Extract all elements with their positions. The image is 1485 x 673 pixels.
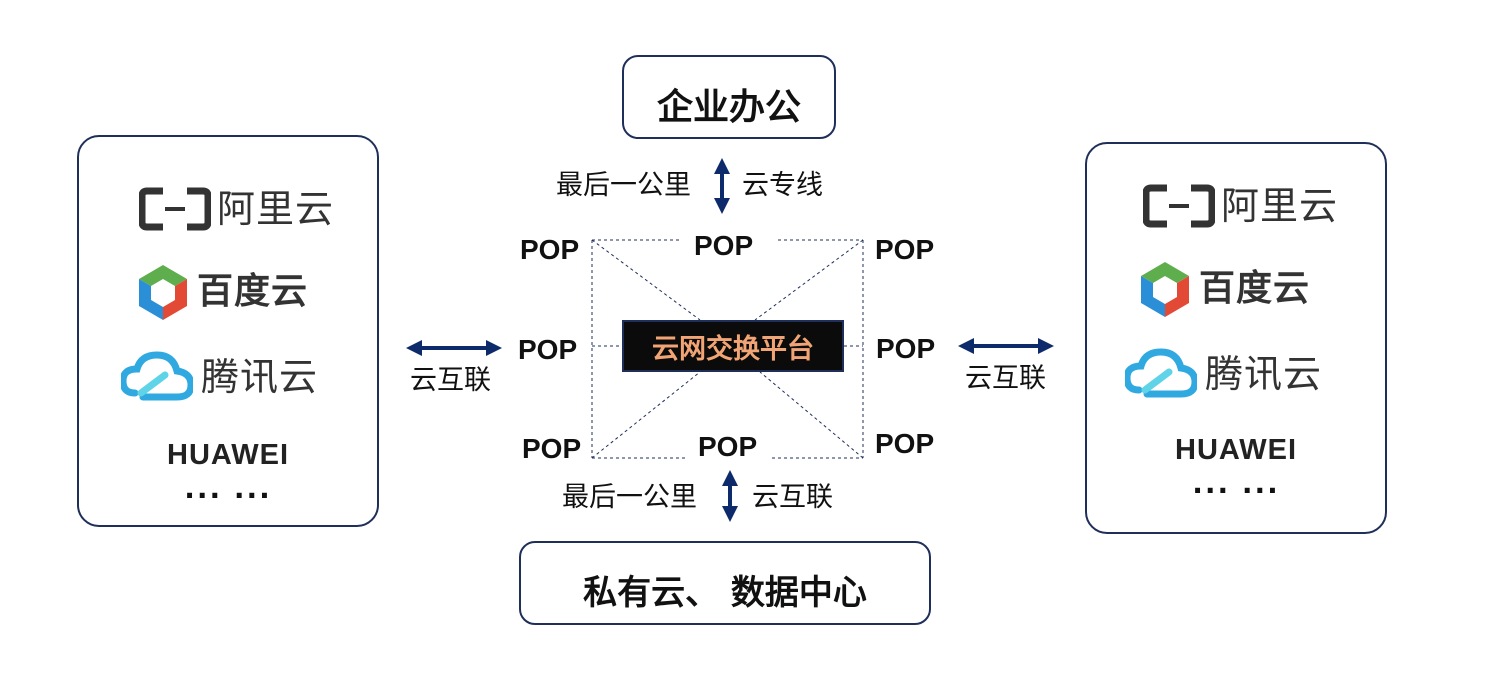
pop-bottom-right: POP xyxy=(875,428,935,459)
baidu-cloud-icon xyxy=(1141,262,1189,317)
bottom-cloud-interconnect-label: 云互联 xyxy=(752,482,833,513)
pop-top-center: POP xyxy=(694,230,754,261)
provider-name: 百度云 xyxy=(197,271,309,312)
pop-top-left: POP xyxy=(520,234,580,265)
mesh-diagonal-2 xyxy=(754,239,864,321)
pop-bottom-left: POP xyxy=(522,433,582,464)
provider-baidu: 百度云 xyxy=(1139,260,1310,318)
provider-name: 腾讯云 xyxy=(201,355,319,399)
cloud-network-exchange-platform: 云网交换平台 xyxy=(622,320,844,372)
provider-name: 阿里云 xyxy=(217,187,335,231)
mesh-diagonal-3 xyxy=(591,371,701,459)
private-cloud-box: 私有云、 数据中心 xyxy=(519,541,931,625)
more-providers-ellipsis: ··· ··· xyxy=(184,479,272,512)
mesh-diagonal-4 xyxy=(759,371,864,459)
cloud-providers-box-left: 阿里云 百度云 腾讯云 HUAWEI ··· ··· xyxy=(77,135,379,527)
pop-mid-left: POP xyxy=(518,334,578,365)
private-cloud-title: 私有云、 数据中心 xyxy=(583,573,867,613)
provider-name: 阿里云 xyxy=(1221,184,1339,228)
provider-tencent: 腾讯云 xyxy=(1125,346,1322,402)
cloud-providers-box-right: 阿里云 百度云 腾讯云 HUAWEI ··· ··· xyxy=(1085,142,1387,534)
aliyun-icon xyxy=(1143,184,1215,228)
pop-mid-right: POP xyxy=(876,333,936,364)
provider-huawei: HUAWEI xyxy=(1175,434,1297,466)
baidu-cloud-icon xyxy=(139,265,187,320)
provider-huawei: HUAWEI xyxy=(167,439,289,471)
enterprise-office-box: 企业办公 xyxy=(622,55,836,139)
provider-baidu: 百度云 xyxy=(137,263,308,321)
left-cloud-interconnect-label: 云互联 xyxy=(410,365,491,396)
pop-bottom-center: POP xyxy=(698,431,758,462)
bottom-last-mile-label: 最后一公里 xyxy=(562,482,697,513)
pop-top-right: POP xyxy=(875,234,935,265)
provider-tencent: 腾讯云 xyxy=(121,349,318,405)
tencent-cloud-icon xyxy=(121,351,193,401)
top-last-mile-label: 最后一公里 xyxy=(556,170,691,201)
enterprise-office-title: 企业办公 xyxy=(656,87,801,128)
provider-aliyun: 阿里云 xyxy=(1143,184,1338,228)
aliyun-icon xyxy=(139,187,211,231)
top-cloud-line-label: 云专线 xyxy=(742,170,823,201)
mesh-diagonal-1 xyxy=(591,239,701,321)
provider-name: 百度云 xyxy=(1199,268,1311,309)
provider-name: 腾讯云 xyxy=(1205,352,1323,396)
right-cloud-interconnect-label: 云互联 xyxy=(965,363,1046,394)
provider-aliyun: 阿里云 xyxy=(139,187,334,231)
more-providers-ellipsis: ··· ··· xyxy=(1192,474,1280,507)
tencent-cloud-icon xyxy=(1125,348,1197,398)
